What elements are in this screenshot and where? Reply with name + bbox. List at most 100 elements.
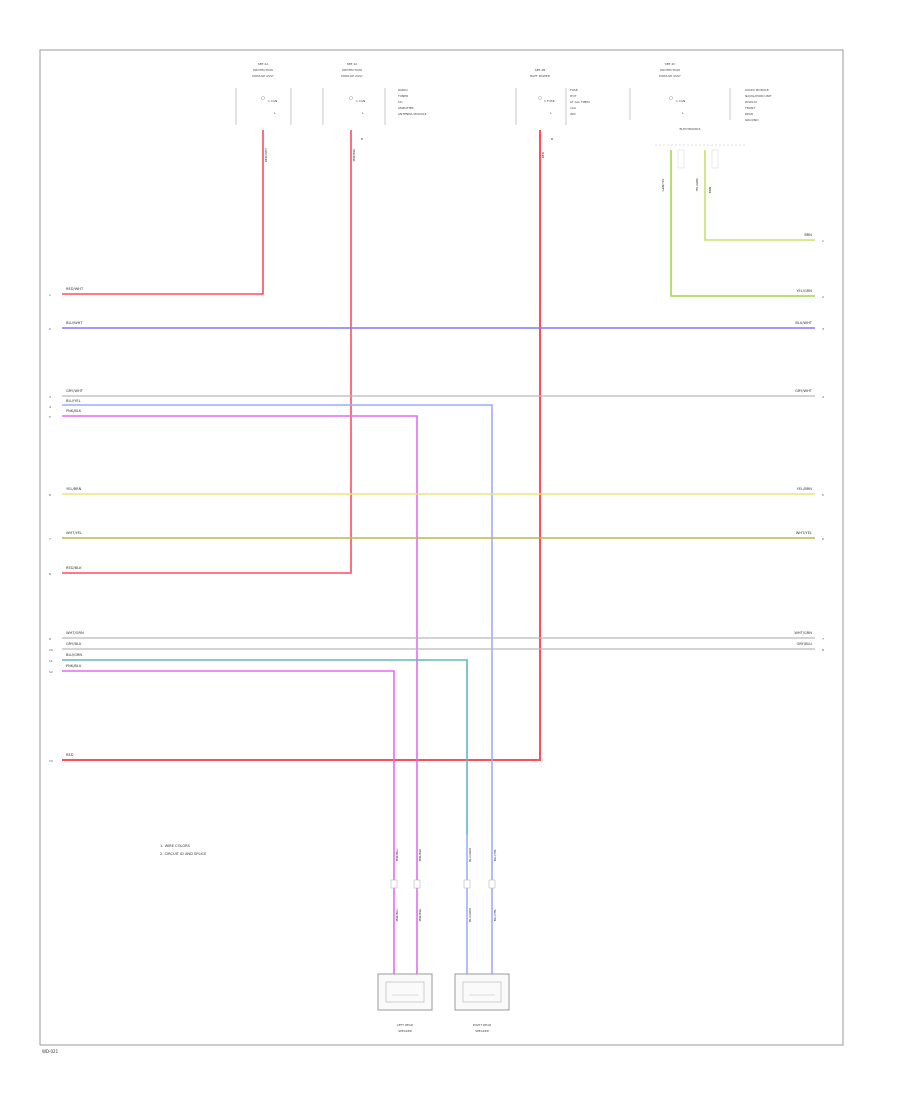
connector-b-note-4: AMPLIFIER [398, 106, 414, 110]
speaker-wire-label-lower: BLU/GRN [468, 908, 472, 921]
row-number: 3 [49, 395, 51, 399]
speaker-wire-label-lower: PNK/BLU [395, 909, 399, 922]
left-wire-label: WHT/GRN [66, 631, 84, 635]
row-number: 13 [49, 759, 53, 763]
connector-b-note-2: TUNER [397, 94, 408, 98]
connector-b-title-3: MODULE ASSY [341, 74, 363, 78]
right-wire-label: BLU/WHT [795, 321, 812, 325]
connector-b-note-3: CD [398, 100, 403, 104]
row-number: 7 [49, 537, 51, 541]
vertical-wire-label: RED/WHT [264, 148, 268, 163]
left-rear-speaker-box [377, 973, 433, 1011]
diagram-footer-code: WD-021 [42, 1049, 59, 1054]
row-number: 4 [49, 405, 51, 409]
row-number: 2 [49, 327, 51, 331]
wire-pnk-blk [62, 415, 418, 835]
connector-b-note-1: RADIO [398, 88, 408, 92]
connector-d: SEE 2C PROTECTION MODULE ASSY 1 CAN L AU… [629, 62, 772, 169]
speaker-icon [385, 981, 425, 1003]
connector-c-note-5: IGN [570, 112, 575, 116]
right-rear-speaker-label-2: SPEAKER [475, 1029, 489, 1033]
inline-connector [463, 879, 471, 889]
splice-terminal-2 [711, 149, 719, 169]
note-line-1: 1. WIRE COLORS [160, 844, 191, 848]
wire-blu-grn [62, 659, 468, 835]
connector-d-pin-2: L [682, 111, 684, 115]
connector-a: SEE 2A PROTECTION MODULE ASSY 1 CAN L [235, 62, 292, 125]
right-wire-label: GRY/BLU [797, 642, 813, 646]
connector-d-title-2: PROTECTION [660, 68, 679, 72]
splice-terminal-1 [677, 149, 685, 169]
wire-pnk-blu [62, 670, 395, 835]
speaker-wire-label: BLU/GRN [468, 848, 472, 861]
connector-b-title-1: SEE 2A [347, 62, 359, 66]
connector-b-note-5: ANTENNA MODULE [398, 112, 427, 116]
connector-d-title-1: SEE 2C [665, 62, 676, 66]
right-row-number: 4 [822, 395, 824, 399]
right-row-number: 1 [822, 239, 824, 243]
left-wire-label: BLU/GRN [66, 653, 82, 657]
connector-c-note-3: AT ALL TIMES [570, 100, 590, 104]
speaker-wire-label-lower: PNK/BLK [418, 908, 422, 922]
connector-c-ref: B [551, 137, 553, 141]
connector-c-note-1: FUSE [570, 88, 578, 92]
left-wire-label: PNK/BLK [66, 409, 82, 413]
wire-red [62, 130, 541, 761]
right-rear-speaker: RIGHT REAR SPEAKER [454, 973, 510, 1033]
note-line-2: 2. CIRCUIT ID AND SPLICE [160, 852, 207, 856]
connector-c-terminal-icon [538, 96, 542, 100]
connector-a-terminal-icon [261, 96, 265, 100]
connector-a-pin: 1 CAN [268, 99, 277, 103]
left-labels: RED/WHT1BLU/WHT2GRY/WHT3BLU/YEL4PNK/BLK5… [49, 287, 84, 763]
left-wire-label: GRY/BLU [66, 642, 82, 646]
right-row-number: 6 [822, 537, 824, 541]
connector-b-title-2: PROTECTION [342, 68, 361, 72]
connector-c-note-4: 10A [570, 106, 577, 110]
connector-a-pin-2: L [274, 111, 276, 115]
connector-b-ref: B [361, 137, 363, 141]
wire-grn-yel [670, 150, 815, 297]
left-wire-label: GRY/WHT [66, 389, 84, 393]
connector-a-title-1: SEE 2A [258, 62, 270, 66]
wire-red-blk [62, 130, 352, 574]
diagram-frame [39, 49, 844, 1046]
splice-label: ELECTRONICS [680, 127, 701, 131]
right-row-number: 2 [822, 295, 824, 299]
right-rear-speaker-label-1: RIGHT REAR [473, 1023, 491, 1027]
connector-d-title-3: MODULE ASSY [659, 74, 681, 78]
vertical-wire-label: YEL/GRN [695, 178, 699, 191]
row-number: 1 [49, 293, 51, 297]
row-number: 5 [49, 415, 51, 419]
connector-b-terminal-icon [349, 96, 353, 100]
row-number: 11 [49, 659, 53, 663]
wires-layer [62, 130, 815, 975]
connector-b-pin: 1 CAN [356, 99, 365, 103]
right-wire-label: WHT/GRN [794, 631, 812, 635]
wire-red-wht [62, 130, 264, 295]
connector-d-pin: 1 CAN [676, 99, 685, 103]
left-rear-speaker-label-2: SPEAKER [398, 1029, 412, 1033]
left-wire-label: RED/BLK [66, 566, 82, 570]
vertical-wire-label: RED [541, 151, 545, 158]
left-wire-label: RED [66, 753, 74, 757]
wire-blu-yel [62, 404, 493, 835]
connector-d-note-5: REAR [745, 112, 753, 116]
right-wire-label: GRY/WHT [795, 389, 813, 393]
speaker-wire-label: PNK/BLU [395, 849, 399, 862]
right-labels: BRN1YEL/GRN2BLU/WHT3GRY/WHT4YEL/BRN5WHT/… [794, 233, 824, 652]
connector-d-terminal-icon [669, 96, 673, 100]
right-wire-label: YEL/BRN [797, 487, 813, 491]
speaker-wire-label-lower: BLU/YEL [493, 909, 497, 922]
right-row-number: 5 [822, 493, 824, 497]
left-rear-speaker: LEFT REAR SPEAKER [377, 973, 433, 1033]
left-wire-label: YEL/BRN [66, 487, 82, 491]
speaker-wire-label: PNK/BLK [418, 848, 422, 862]
connector-c-title-1: SEE 2B [535, 68, 546, 72]
right-row-number: 7 [822, 637, 824, 641]
vertical-wire-label: PNK/BLK [352, 148, 356, 162]
right-wire-label: WHT/YEL [796, 531, 812, 535]
vertical-wire-label: GRN/YEL [661, 178, 665, 191]
